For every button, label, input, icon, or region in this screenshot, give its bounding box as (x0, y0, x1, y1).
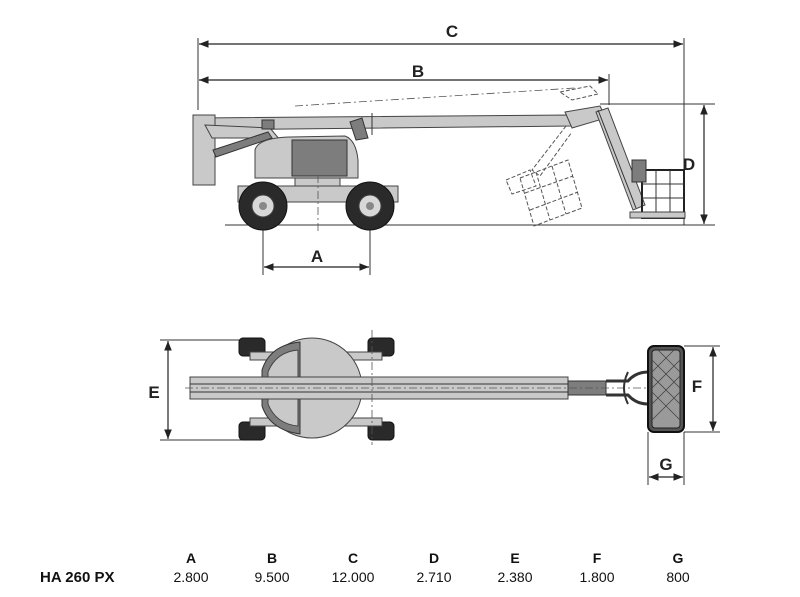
ghost-boom-line (294, 87, 576, 107)
spec-table: A B C D E F G HA 260 PX 2.800 9.500 12.0… (40, 550, 690, 586)
table-header-c: C (348, 550, 358, 566)
dim-label-f: F (692, 377, 702, 396)
housing-panel-top (267, 349, 299, 381)
table-value-b: 9.500 (254, 569, 289, 585)
table-value-e: 2.380 (497, 569, 532, 585)
platform-basket (629, 159, 686, 219)
rotator-arm-top (606, 370, 649, 406)
basket-top (647, 345, 685, 433)
dim-label-g: G (659, 455, 672, 474)
ghost-boom-head (558, 85, 599, 101)
table-header-d: D (429, 550, 439, 566)
dim-label-d: D (683, 155, 695, 174)
dim-label-c: C (446, 22, 458, 41)
table-value-g: 800 (666, 569, 690, 585)
engine-cover (291, 139, 348, 177)
table-header-b: B (267, 550, 277, 566)
jib-arm-edge (597, 109, 637, 209)
table-header-a: A (186, 550, 196, 566)
dim-label-a: A (311, 247, 323, 266)
dim-label-e: E (148, 383, 159, 402)
ghost-basket (505, 125, 583, 227)
table-header-g: G (673, 550, 684, 566)
rear-wheel (238, 181, 288, 231)
side-view: C B D A (192, 22, 715, 275)
table-value-a: 2.800 (173, 569, 208, 585)
dim-label-b: B (412, 62, 424, 81)
front-wheel (345, 181, 395, 231)
table-value-d: 2.710 (416, 569, 451, 585)
cylinder-mount (261, 119, 275, 130)
table-header-f: F (593, 550, 602, 566)
boom-pivot (349, 117, 369, 141)
table-header-e: E (510, 550, 519, 566)
table-value-c: 12.000 (332, 569, 375, 585)
jib-arm (595, 107, 646, 211)
table-value-f: 1.800 (579, 569, 614, 585)
top-view: E F (148, 330, 720, 485)
rotator-link-top (623, 371, 629, 405)
table-model-name: HA 260 PX (40, 569, 114, 586)
lift-cylinder (212, 131, 273, 158)
housing-panel-bottom (267, 395, 299, 427)
